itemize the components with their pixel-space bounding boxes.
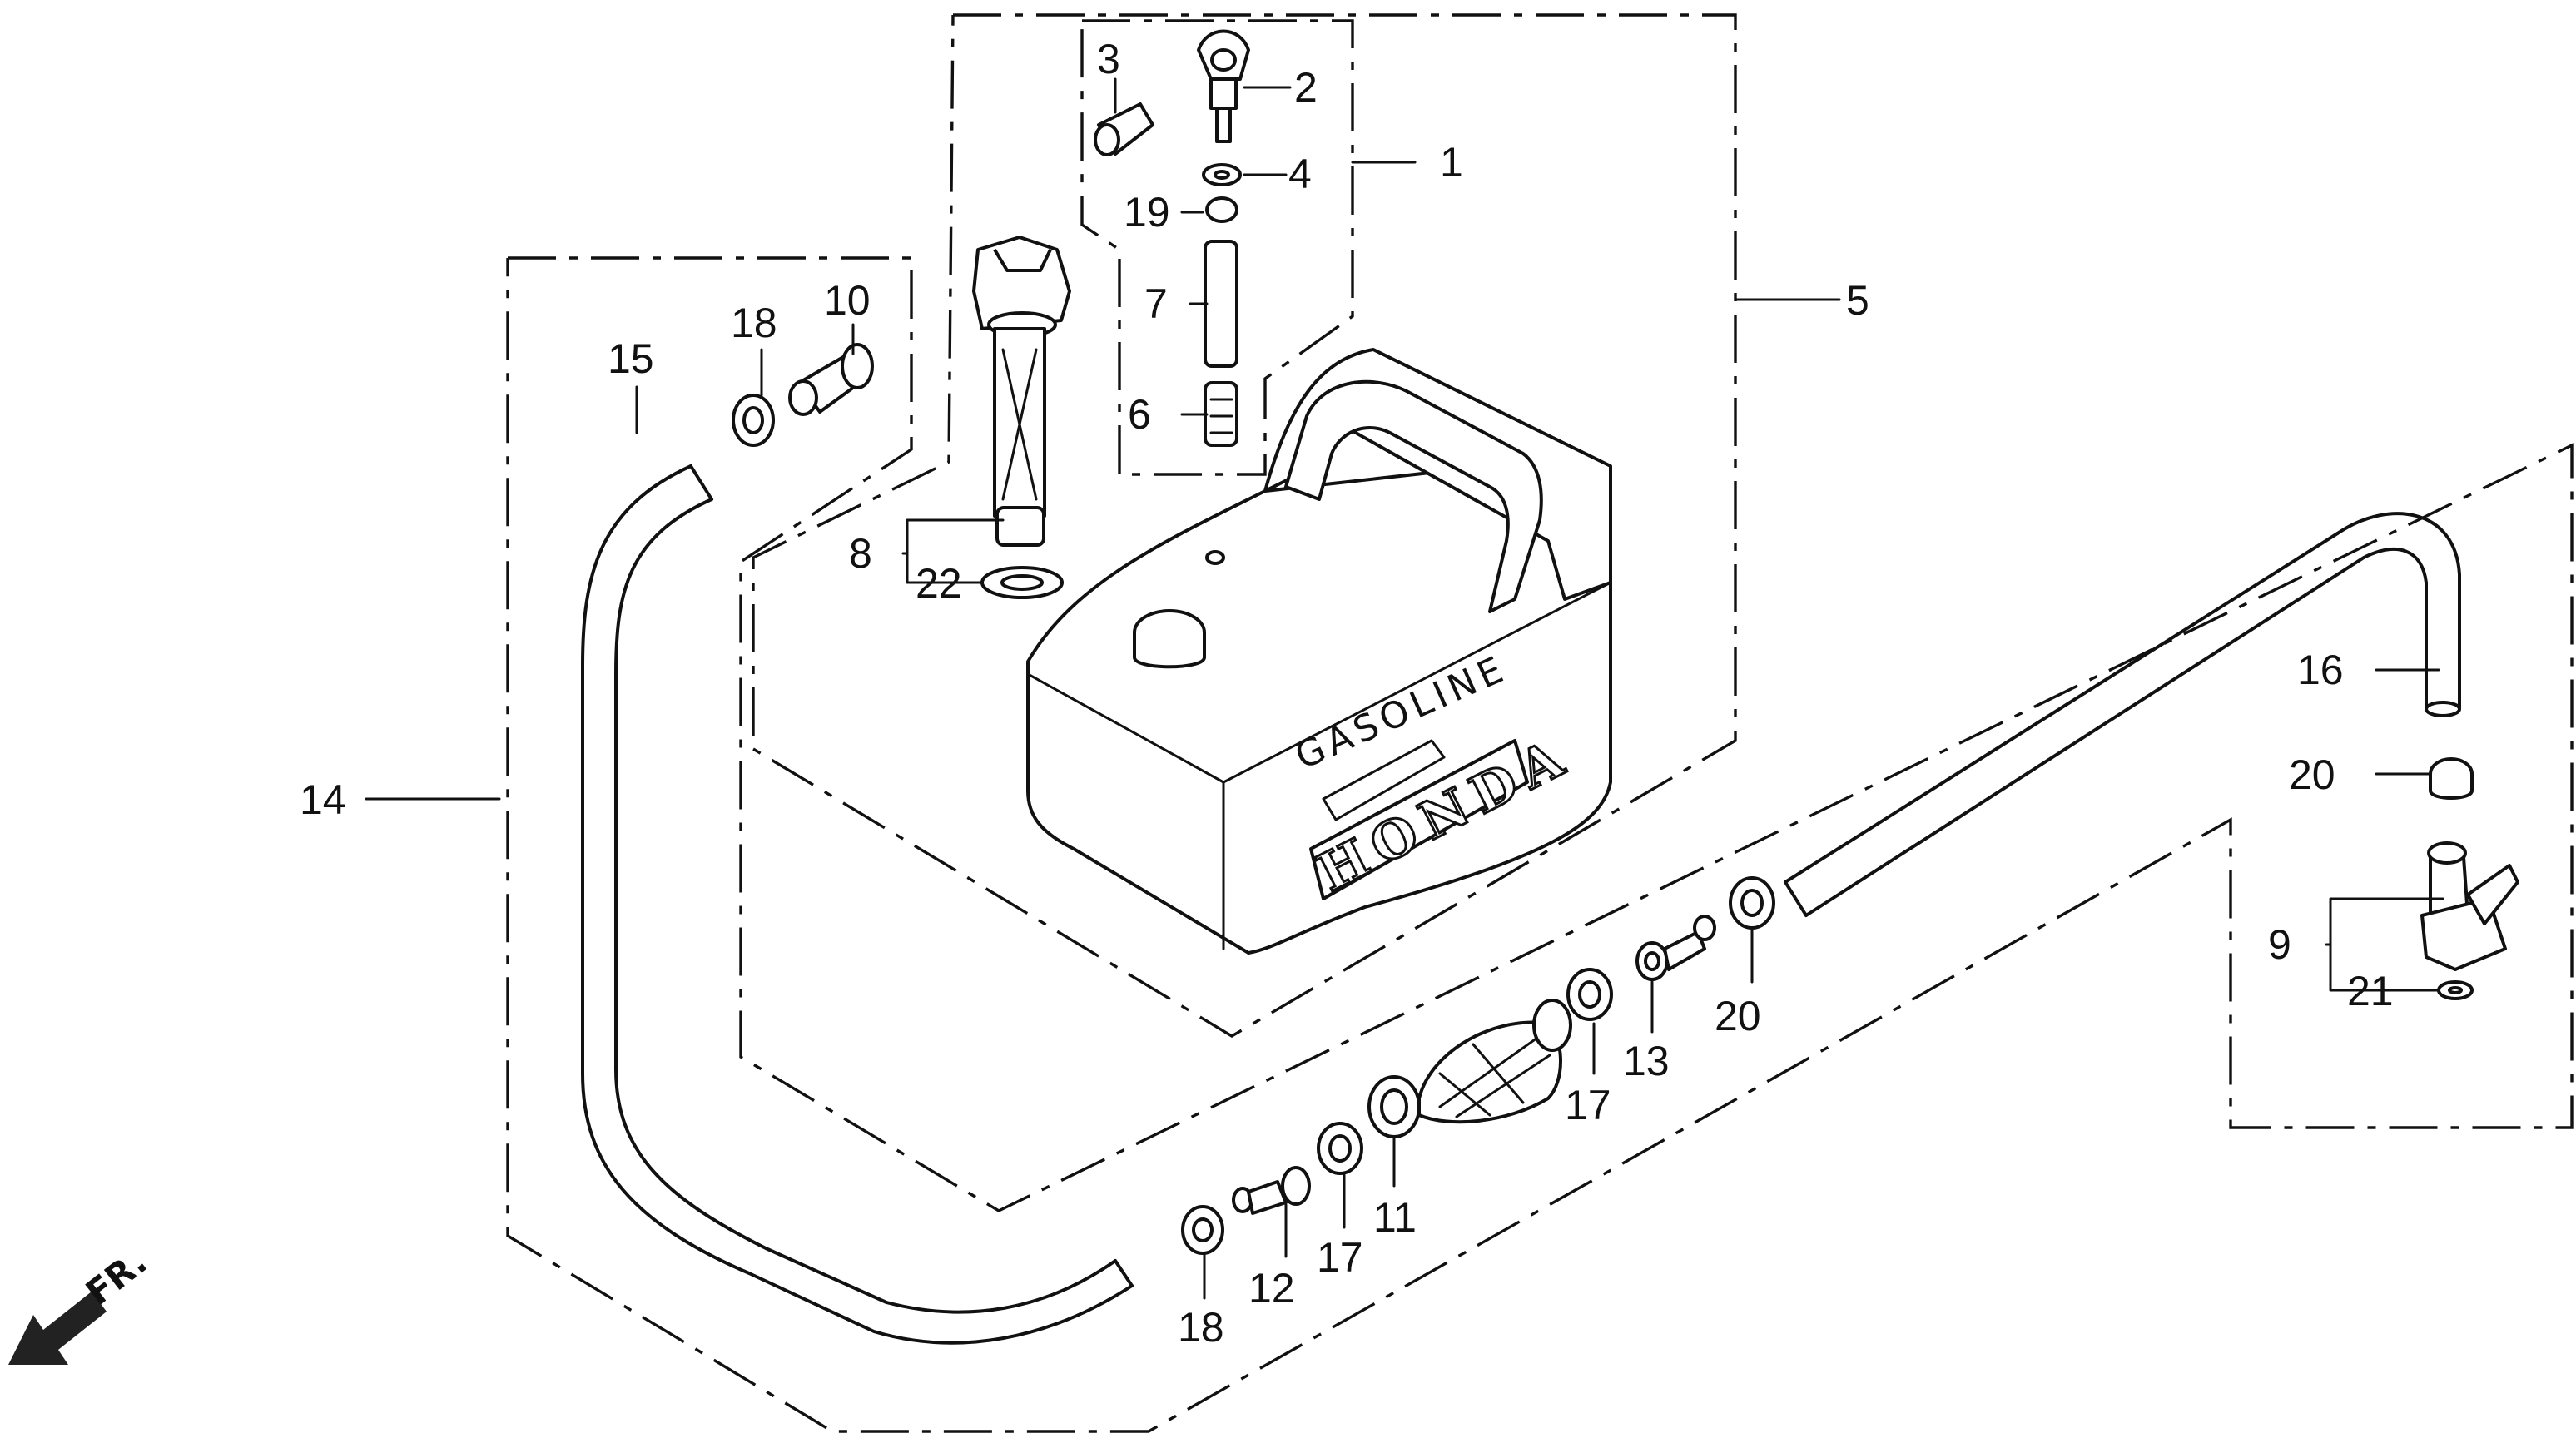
tube-7 (1204, 240, 1238, 368)
fuel-gauge-8 (972, 236, 1071, 547)
outline-group-5 (752, 13, 1737, 1038)
nut-19 (1205, 196, 1238, 223)
callout-21: 21 (2347, 968, 2394, 1014)
callout-2: 2 (1294, 64, 1318, 111)
fitting-3 (1094, 102, 1154, 156)
outline-group-14 (506, 256, 2574, 1433)
callout-6: 6 (1128, 391, 1151, 438)
callout-4: 4 (1288, 151, 1312, 197)
outline-group-1 (1080, 19, 1354, 476)
nut-17-upper (1566, 968, 1613, 1021)
callout-19: 19 (1124, 189, 1170, 236)
callout-9: 9 (2268, 921, 2291, 968)
gasket-22 (980, 566, 1064, 599)
callout-3: 3 (1097, 36, 1120, 82)
leader-lines (365, 77, 2444, 1300)
callout-20b: 20 (1715, 993, 1761, 1039)
nut-20-right (2429, 757, 2474, 800)
callout-11: 11 (1373, 1194, 1417, 1241)
group-outlines (506, 13, 2574, 1433)
washer-21 (2437, 980, 2474, 1000)
callout-15: 15 (608, 335, 654, 382)
fitting-13 (1635, 915, 1716, 981)
strainer-6 (1204, 381, 1238, 447)
nut-18-lower (1181, 1205, 1224, 1255)
callout-8: 8 (849, 530, 872, 577)
callout-13: 13 (1623, 1038, 1670, 1084)
tank-body (1026, 464, 1612, 955)
nut-18-top (732, 394, 775, 447)
callout-17a: 17 (1565, 1082, 1611, 1128)
callout-1: 1 (1440, 139, 1463, 186)
callout-14: 14 (300, 776, 346, 823)
callout-16: 16 (2297, 647, 2344, 693)
vent-screw-2 (1197, 29, 1250, 143)
hose-15 (581, 464, 1134, 1345)
callout-17b: 17 (1317, 1234, 1363, 1281)
connector-9 (2420, 841, 2519, 971)
fitting-12 (1232, 1166, 1311, 1215)
callout-22: 22 (916, 560, 962, 607)
callout-20a: 20 (2289, 751, 2335, 798)
arrow-down-left-icon (8, 1292, 107, 1365)
primer-bulb-11 (1367, 999, 1572, 1138)
callout-18b: 18 (1178, 1304, 1224, 1351)
callout-10: 10 (824, 277, 871, 324)
callout-18a: 18 (731, 300, 777, 346)
nut-20-center (1729, 876, 1775, 930)
hose-16 (1784, 512, 2461, 917)
callouts: 1 2 3 4 5 6 7 8 9 10 11 12 13 14 15 16 1… (300, 36, 2394, 1351)
callout-7: 7 (1144, 280, 1168, 327)
callout-5: 5 (1846, 277, 1869, 324)
callout-12: 12 (1248, 1265, 1295, 1312)
connector-10 (788, 343, 874, 416)
front-direction-indicator: FR. (8, 1241, 154, 1365)
nut-17-lower (1317, 1122, 1363, 1175)
fuel-tank: GASOLINE HONDA (1026, 348, 1612, 955)
washer-4 (1202, 163, 1242, 186)
